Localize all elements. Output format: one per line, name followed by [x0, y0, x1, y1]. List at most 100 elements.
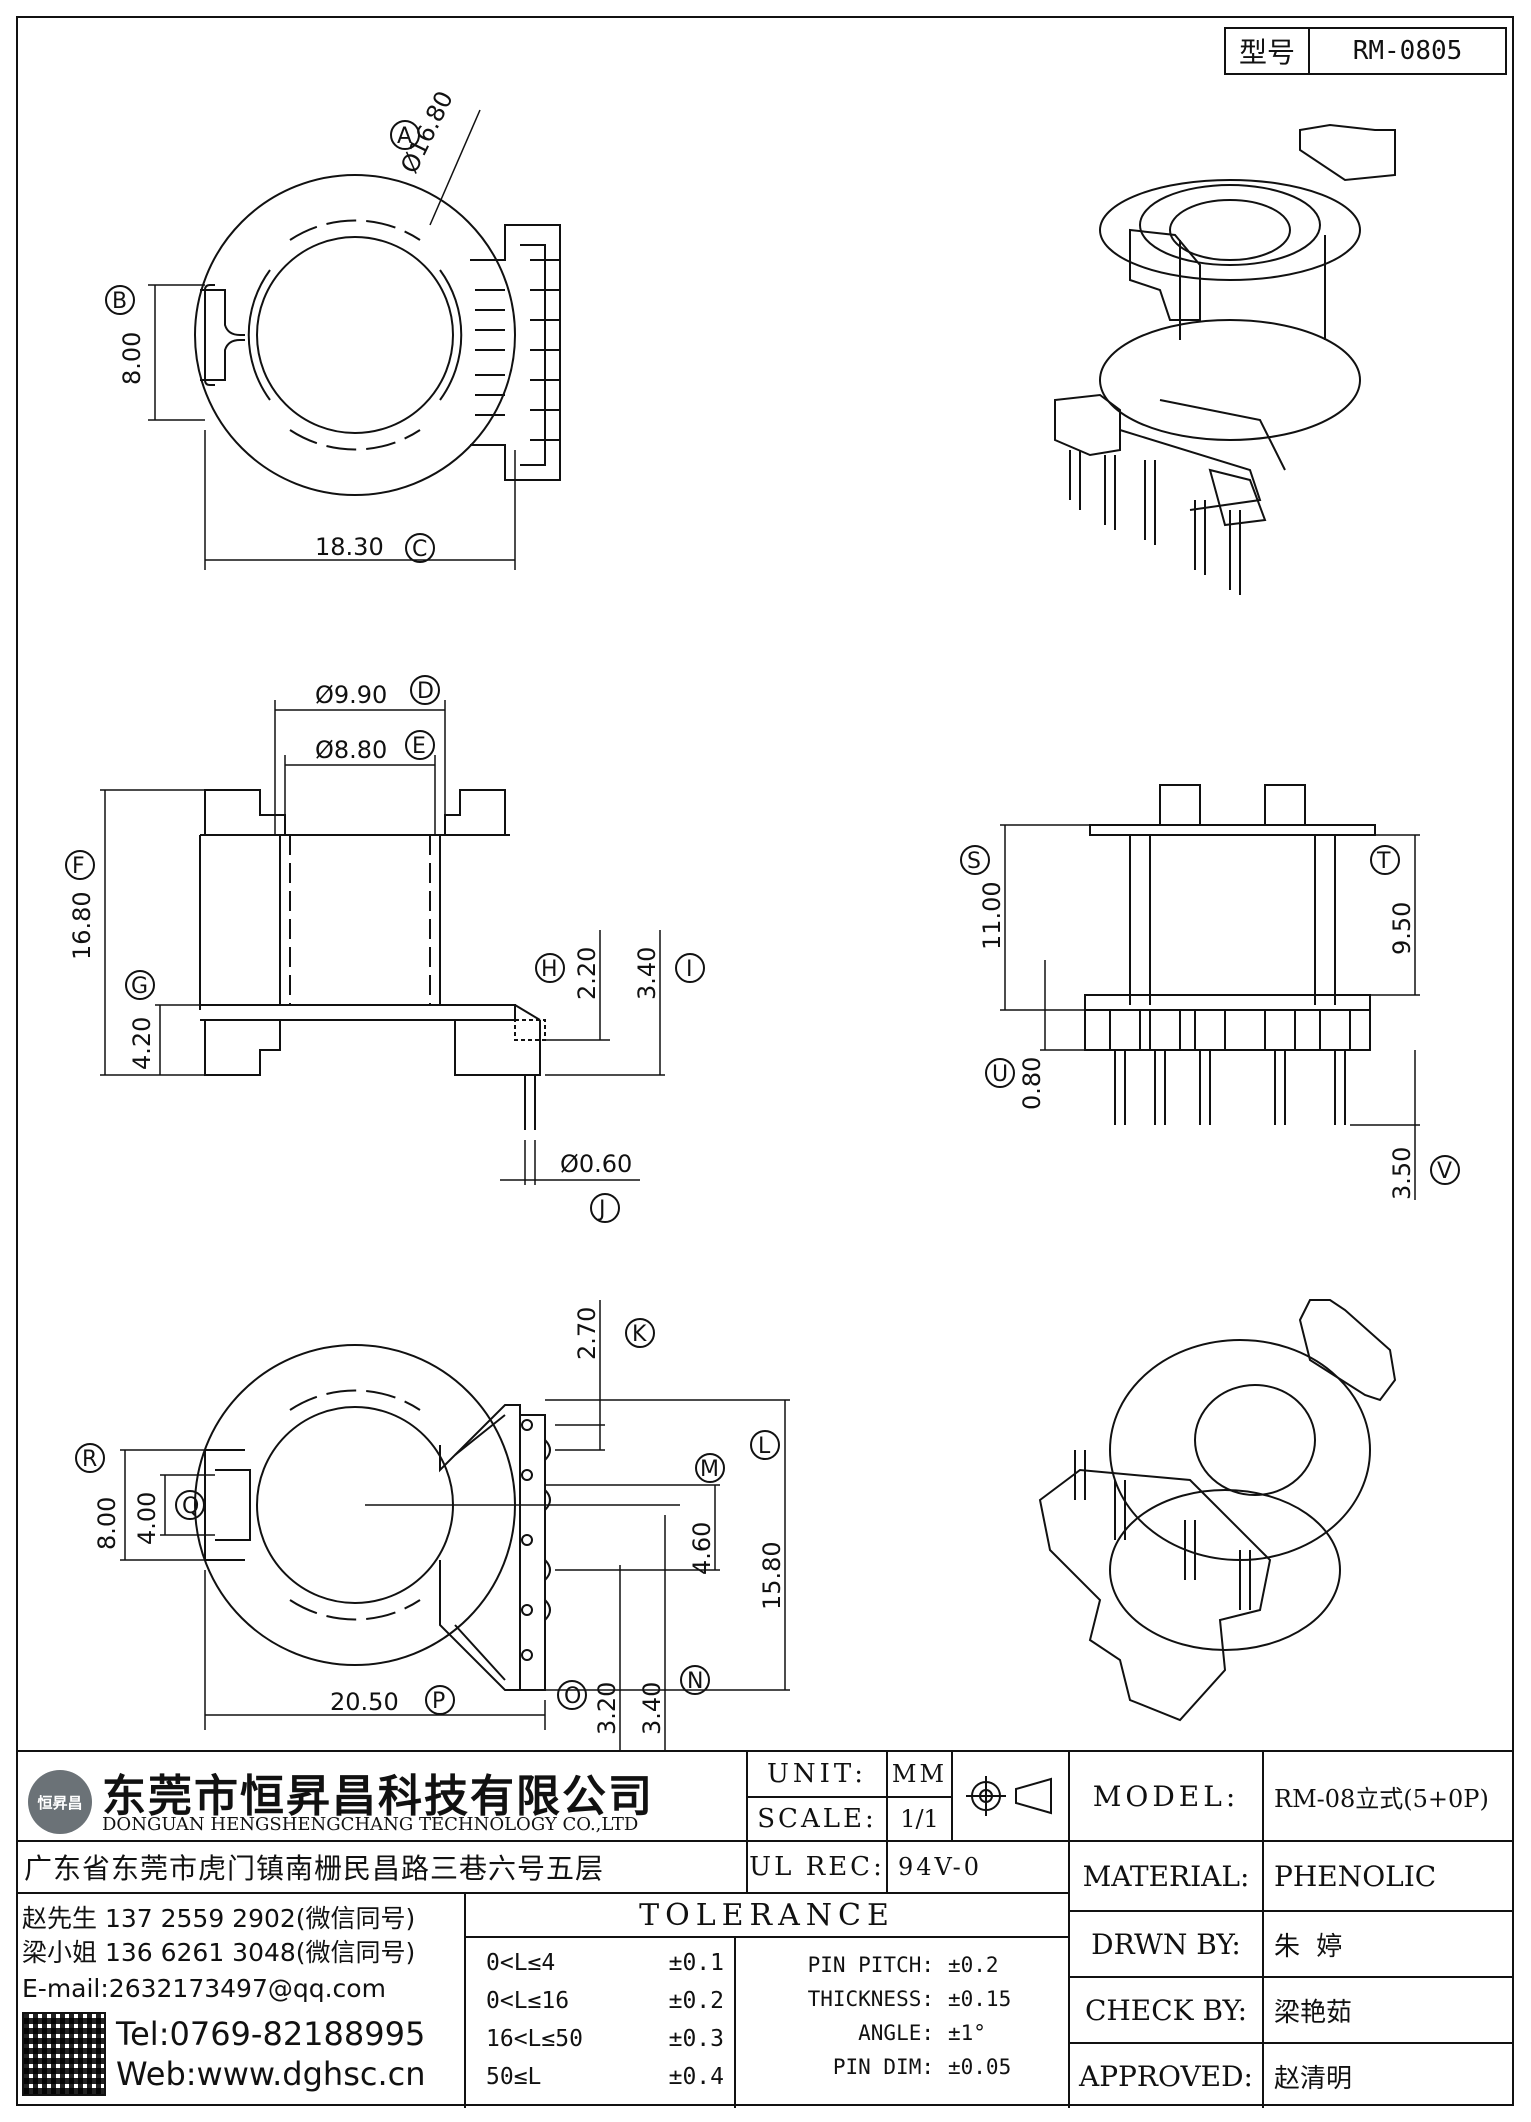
material-label: MATERIAL: [1070, 1842, 1264, 1912]
tol-range-1: 0<L≤4 [486, 1950, 556, 1976]
ul-rec-label: UL REC: [748, 1842, 888, 1894]
bubble-f: F [65, 850, 95, 880]
bubble-g: G [125, 970, 155, 1000]
svg-text:E: E [412, 734, 426, 759]
dim-d-text: Ø9.90 [315, 681, 387, 709]
bubble-i: I [675, 953, 705, 983]
bubble-u: U [985, 1058, 1015, 1088]
contact-line-1: 赵先生 137 2559 2902(微信同号) [22, 1904, 416, 1933]
unit-label: UNIT: [748, 1752, 888, 1798]
tolerance-other: PIN PITCH:±0.2 THICKNESS:±0.15 ANGLE:±1°… [736, 1938, 1070, 2108]
contact-tel: Tel:0769-82188995 [116, 2015, 426, 2053]
tolerance-ranges: 0<L≤4±0.1 0<L≤16±0.2 16<L≤50±0.3 50≤L±0.… [466, 1938, 736, 2108]
scale-label-text: SCALE: [757, 1804, 877, 1834]
svg-text:D: D [417, 679, 434, 704]
bubble-s: S [960, 845, 990, 875]
tolerance-title-text: TOLERANCE [639, 1897, 895, 1933]
model-number-box: 型号 RM-0805 [1224, 27, 1507, 75]
dim-i-text: 3.40 [633, 947, 661, 1000]
dim-j-text: Ø0.60 [560, 1150, 632, 1178]
svg-text:M: M [700, 1457, 719, 1482]
company-logo-text: 恒昇昌 [37, 1793, 83, 1812]
bubble-l: L [750, 1430, 780, 1460]
unit-value-text: MM [891, 1760, 948, 1788]
bubble-a: A [390, 120, 420, 150]
svg-text:S: S [967, 849, 981, 874]
svg-text:G: G [131, 974, 148, 999]
svg-text:T: T [1376, 849, 1391, 874]
material-value-text: PHENOLIC [1274, 1859, 1437, 1893]
bubble-o: O [557, 1680, 587, 1710]
contact-web: Web:www.dghsc.cn [116, 2055, 426, 2093]
model-number-value: RM-0805 [1352, 36, 1463, 66]
contact-panel: 赵先生 137 2559 2902(微信同号) 梁小姐 136 6261 304… [16, 1894, 466, 2108]
tolerance-title: TOLERANCE [466, 1894, 1070, 1938]
check-by-value: 梁艳茹 [1264, 1978, 1514, 2044]
company-header: 恒昇昌 东莞市恒昇昌科技有限公司 DONGUAN HENGSHENGCHANG … [16, 1752, 748, 1842]
bubble-m: M [695, 1453, 725, 1483]
title-block: 恒昇昌 东莞市恒昇昌科技有限公司 DONGUAN HENGSHENGCHANG … [16, 1750, 1514, 2108]
tol-range-3: 16<L≤50 [486, 2026, 583, 2052]
dim-e-text: Ø8.80 [315, 736, 387, 764]
material-label-text: MATERIAL: [1082, 1859, 1250, 1893]
model-value-text: RM-08立式(5+0P) [1274, 1784, 1489, 1813]
drawn-by-label: DRWN BY: [1070, 1912, 1264, 1978]
front-view [100, 700, 665, 1185]
svg-text:B: B [112, 289, 127, 314]
bubble-j: J [590, 1193, 620, 1223]
model-value: RM-08立式(5+0P) [1264, 1752, 1514, 1842]
svg-text:H: H [541, 957, 558, 982]
dim-t-text: 9.50 [1388, 902, 1416, 955]
bubble-t: T [1370, 845, 1400, 875]
approved-label-text: APPROVED: [1079, 2059, 1253, 2093]
callout-bubbles: A B C D E F G H I J S T U V K L M N O P … [65, 120, 1460, 1715]
svg-text:I: I [686, 957, 693, 982]
check-by-value-text: 梁艳茹 [1274, 1997, 1353, 2028]
dim-n-text: 3.40 [638, 1682, 666, 1735]
tol-value-2: ±0.2 [668, 1988, 724, 2014]
model-label: MODEL: [1070, 1752, 1264, 1842]
approved-value-text: 赵清明 [1274, 2063, 1353, 2094]
bubble-d: D [410, 675, 440, 705]
check-by-label: CHECK BY: [1070, 1978, 1264, 2044]
svg-text:A: A [397, 124, 412, 149]
material-value: PHENOLIC [1264, 1842, 1514, 1912]
approved-label: APPROVED: [1070, 2044, 1264, 2108]
dim-f-text: 16.80 [68, 891, 96, 960]
scale-value-text: 1/1 [900, 1805, 939, 1833]
dim-u-text: 0.80 [1018, 1057, 1046, 1110]
dim-c-text: 18.30 [315, 533, 384, 561]
dim-s-text: 11.00 [978, 881, 1006, 950]
tol-angle-label: ANGLE: [858, 2021, 934, 2045]
approved-value: 赵清明 [1264, 2044, 1514, 2108]
svg-text:N: N [687, 1669, 703, 1694]
tol-angle-value: ±1° [948, 2021, 986, 2045]
svg-text:R: R [82, 1447, 97, 1472]
svg-text:K: K [632, 1322, 647, 1347]
scale-label: SCALE: [748, 1798, 888, 1842]
side-view [1000, 784, 1420, 1200]
tol-value-4: ±0.4 [668, 2064, 724, 2090]
model-label-text: MODEL: [1092, 1779, 1240, 1813]
technical-drawing: Ø16.80 8.00 18.30 Ø9.90 Ø8.80 16.80 4.20… [65, 87, 1460, 1750]
company-address-text: 广东省东莞市虎门镇南栅民昌路三巷六号五层 [24, 1852, 605, 1885]
bubble-r: R [75, 1443, 105, 1473]
dim-r-text: 8.00 [93, 1497, 121, 1550]
company-name-en: DONGUAN HENGSHENGCHANG TECHNOLOGY CO.,LT… [102, 1814, 639, 1835]
tol-value-1: ±0.1 [668, 1950, 724, 1976]
svg-text:C: C [412, 537, 427, 562]
svg-text:V: V [1437, 1159, 1452, 1184]
bubble-e: E [405, 730, 435, 760]
contact-email: E-mail:2632173497@qq.com [22, 1974, 386, 2003]
bubble-b: B [105, 285, 135, 315]
ul-rec-label-text: UL REC: [749, 1852, 885, 1882]
unit-value: MM [888, 1752, 953, 1798]
company-address: 广东省东莞市虎门镇南栅民昌路三巷六号五层 [16, 1842, 748, 1894]
dim-v-text: 3.50 [1388, 1147, 1416, 1200]
ul-rec-value-text: 94V-0 [898, 1853, 983, 1881]
dim-p-text: 20.50 [330, 1688, 399, 1716]
dim-h-text: 2.20 [573, 947, 601, 1000]
contact-line-2: 梁小姐 136 6261 3048(微信同号) [22, 1938, 416, 1967]
qr-code-icon [22, 2012, 106, 2096]
tol-range-4: 50≤L [486, 2064, 542, 2090]
